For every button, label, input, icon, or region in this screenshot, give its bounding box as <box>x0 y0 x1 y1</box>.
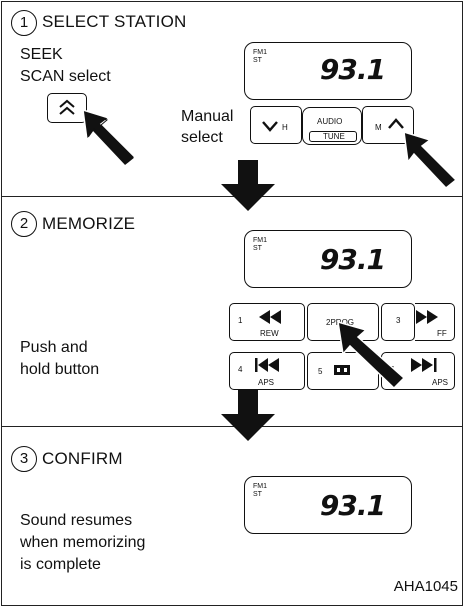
preset-1-button[interactable]: 1 REW <box>229 303 305 341</box>
manual-label: Manual <box>181 108 234 125</box>
flow-arrow-down-icon <box>221 160 275 211</box>
preset-4-button[interactable]: 4 APS <box>229 352 305 390</box>
confirm-line-2: when memorizing <box>20 534 146 551</box>
confirm-line-1: Sound resumes <box>20 512 133 529</box>
press-arrow-icon <box>82 108 137 168</box>
confirm-line-3: is complete <box>20 556 101 573</box>
audio-tune-knob[interactable]: AUDIO TUNE <box>302 107 362 145</box>
select-label: select <box>181 129 223 146</box>
preset-3-button[interactable]: 3 <box>381 303 415 341</box>
display-frequency: 93.1 <box>319 243 386 276</box>
step-1-title: SELECT STATION <box>42 12 187 31</box>
step-2-title: MEMORIZE <box>42 214 136 233</box>
step-3-title: CONFIRM <box>42 449 123 468</box>
divider-1 <box>1 196 463 197</box>
tune-bar: TUNE <box>309 131 357 142</box>
fast-forward-icon <box>416 310 438 324</box>
double-chevron-up-icon <box>59 99 75 115</box>
skip-forward-icon <box>411 358 437 372</box>
preset-3-button-extension[interactable]: FF <box>415 303 455 341</box>
display-frequency: 93.1 <box>319 53 386 86</box>
seek-up-button[interactable] <box>47 93 87 123</box>
rewind-icon <box>259 310 281 324</box>
skip-back-icon <box>255 358 279 372</box>
step-2-number: 2 <box>11 211 37 237</box>
step-3-number: 3 <box>11 446 37 472</box>
scan-label: SCAN select <box>20 68 111 85</box>
push-label: Push and <box>20 339 88 356</box>
audio-label: AUDIO <box>317 117 343 126</box>
press-arrow-icon <box>337 320 406 390</box>
cassette-icon <box>334 365 350 375</box>
seek-label: SEEK <box>20 46 63 63</box>
flow-arrow-down-icon <box>221 390 275 441</box>
chevron-up-icon <box>388 118 404 129</box>
step-1-number: 1 <box>11 10 37 36</box>
display-frequency: 93.1 <box>319 489 386 522</box>
tune-down-button[interactable]: H <box>250 106 302 144</box>
press-arrow-icon <box>403 130 458 190</box>
figure-code: AHA1045 <box>393 578 458 595</box>
divider-2 <box>1 426 463 427</box>
hold-label: hold button <box>20 361 100 378</box>
chevron-down-icon <box>262 121 278 132</box>
